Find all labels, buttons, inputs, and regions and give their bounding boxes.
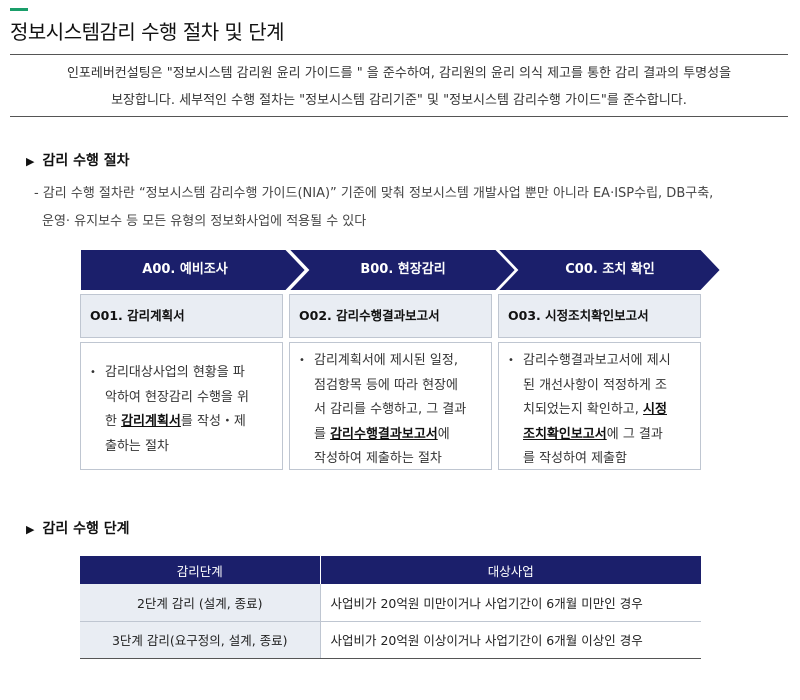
desc-line: 를 감리수행결과보고서에 [314,423,481,448]
procedure-description: - 감리 수행 절차란 “정보시스템 감리수행 가이드(NIA)” 기준에 맞춰… [34,180,794,236]
chevron-arrow-shape [288,249,518,291]
output-doc-o02: O02. 감리수행결과보고서 [289,294,492,338]
procedure-heading: ▶ 감리 수행 절차 [26,150,130,170]
desc-line: 한 감리계획서를 작성・제 [105,410,272,435]
table-cell-target: 사업비가 20억원 미만이거나 사업기간이 6개월 미만인 경우 [320,584,701,622]
triangle-right-icon: ▶ [26,155,35,168]
desc-line: 감리대상사업의 현황을 파 [105,365,245,380]
emphasis-doc-name: 시정 [643,402,667,417]
desc-text: 를 작성・제 [180,414,246,429]
desc-line: 치되었는지 확인하고, 시정 [523,398,690,423]
intro-line-1: 인포레버컨설팅은 "정보시스템 감리원 윤리 가이드를 " 을 준수하여, 감리… [66,66,732,81]
desc-text: 에 [437,426,450,442]
triangle-right-icon: ▶ [26,523,35,536]
desc-line: 점검항목 등에 따라 현장에 [314,377,458,393]
desc-line: 조치확인보고서에 그 결과 [523,423,690,448]
column-header-target: 대상사업 [320,556,701,584]
intro-text: 인포레버컨설팅은 "정보시스템 감리원 윤리 가이드를 " 을 준수하여, 감리… [10,60,788,114]
stages-heading: ▶ 감리 수행 단계 [26,518,130,538]
desc-text: 치되었는지 확인하고, [523,402,644,417]
table-header-row: 감리단계 대상사업 [80,556,701,584]
step-arrow-c00: C00. 조치 확인 [497,249,723,291]
emphasis-doc-name: 조치확인보고서 [523,426,607,442]
step-description-c00: • 감리수행결과보고서에 제시 된 개선사항이 적정하게 조 치되었는지 확인하… [498,342,701,470]
emphasis-doc-name: 감리수행결과보고서 [330,426,438,442]
title-accent-bar [10,8,28,11]
column-header-stage: 감리단계 [80,556,321,584]
title-divider [10,54,788,55]
step-arrow-b00: B00. 현장감리 [288,249,518,291]
desc-text: 에 그 결과 [606,426,663,442]
chevron-arrow-shape [80,249,308,291]
chevron-arrow-shape [497,249,723,291]
table-cell-stage: 3단계 감리(요구정의, 설계, 종료) [80,621,321,659]
desc-text: 를 [314,426,331,442]
desc-line: 된 개선사항이 적정하게 조 [523,377,667,393]
desc-line: 를 작성하여 제출함 [523,451,627,466]
desc-line: 작성하여 제출하는 절차 [314,451,442,466]
desc-line: 서 감리를 수행하고, 그 결과 [314,402,467,417]
stages-heading-label: 감리 수행 단계 [42,521,130,537]
bullet-icon: • [299,355,305,366]
step-arrow-a00: A00. 예비조사 [80,249,308,291]
table-row: 3단계 감리(요구정의, 설계, 종료) 사업비가 20억원 이상이거나 사업기… [80,621,701,659]
bullet-icon: • [508,355,514,366]
desc-line: 감리계획서에 제시된 일정, [314,353,458,368]
desc-text: 한 [105,414,122,429]
step-description-a00: • 감리대상사업의 현황을 파 악하여 현장감리 수행을 위 한 감리계획서를 … [80,342,283,470]
procedure-desc-line-2: 운영· 유지보수 등 모든 유형의 정보화사업에 적용될 수 있다 [42,214,367,229]
step-description-b00: • 감리계획서에 제시된 일정, 점검항목 등에 따라 현장에 서 감리를 수행… [289,342,492,470]
step-label-a00: A00. 예비조사 [142,262,228,277]
procedure-heading-label: 감리 수행 절차 [42,153,130,169]
table-row: 2단계 감리 (설계, 종료) 사업비가 20억원 미만이거나 사업기간이 6개… [80,584,701,622]
step-label-b00: B00. 현장감리 [360,262,446,277]
page-title: 정보시스템감리 수행 절차 및 단계 [10,20,285,44]
table-cell-target: 사업비가 20억원 이상이거나 사업기간이 6개월 이상인 경우 [320,621,701,659]
procedure-desc-line-1: - 감리 수행 절차란 “정보시스템 감리수행 가이드(NIA)” 기준에 맞춰… [34,186,714,201]
output-doc-o01: O01. 감리계획서 [80,294,283,338]
output-doc-o03: O03. 시정조치확인보고서 [498,294,701,338]
stages-table: 감리단계 대상사업 2단계 감리 (설계, 종료) 사업비가 20억원 미만이거… [80,556,701,659]
bullet-icon: • [90,367,96,378]
table-cell-stage: 2단계 감리 (설계, 종료) [80,584,321,622]
desc-line: 감리수행결과보고서에 제시 [523,353,671,368]
desc-line: 출하는 절차 [105,438,169,454]
desc-line: 악하여 현장감리 수행을 위 [105,389,249,405]
emphasis-doc-name: 감리계획서 [121,414,181,429]
intro-line-2: 보장합니다. 세부적인 수행 절차는 "정보시스템 감리기준" 및 "정보시스템… [111,93,687,108]
step-label-c00: C00. 조치 확인 [565,262,655,277]
intro-divider [10,116,788,117]
